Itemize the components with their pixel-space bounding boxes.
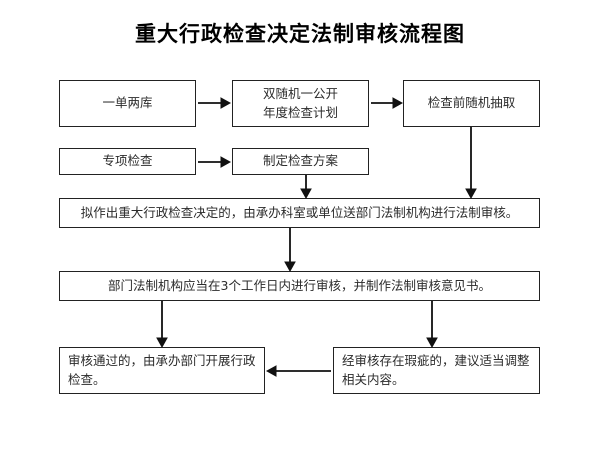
arrow-fangan-to-nizuochu <box>299 175 313 200</box>
node-label: 双随机一公开 年度检查计划 <box>262 86 338 120</box>
node-label: 制定检查方案 <box>262 153 338 169</box>
node-shenhetongguo: 审核通过的，由承办部门开展行政检查。 <box>59 347 265 394</box>
node-label: 审核通过的，由承办部门开展行政检查。 <box>68 353 256 387</box>
page-title: 重大行政检查决定法制审核流程图 <box>135 22 465 46</box>
node-cunzaixiaci: 经审核存在瑕疵的，建议适当调整相关内容。 <box>333 347 540 394</box>
node-zhidingjianchafangan: 制定检查方案 <box>232 148 369 175</box>
node-label: 检查前随机抽取 <box>427 95 516 111</box>
node-zhuanxiangjiancha: 专项检查 <box>59 148 196 175</box>
node-shuangsuiji: 双随机一公开 年度检查计划 <box>232 80 369 127</box>
node-label: 一单两库 <box>102 95 153 111</box>
arrow-shuangsuiji-to-chouqu <box>371 95 404 111</box>
arrow-xiaci-to-tongguo <box>265 363 331 379</box>
node-label: 拟作出重大行政检查决定的，由承办科室或单位送部门法制机构进行法制审核。 <box>80 204 519 220</box>
node-label: 部门法制机构应当在3个工作日内进行审核，并制作法制审核意见书。 <box>108 277 491 293</box>
arrow-shenhe3ri-to-xiaci <box>425 301 439 349</box>
node-jianchaqianchouqu: 检查前随机抽取 <box>403 80 540 127</box>
arrow-yidanliangku-to-shuangsuiji <box>198 95 232 111</box>
node-sangerigongzuori: 部门法制机构应当在3个工作日内进行审核，并制作法制审核意见书。 <box>59 271 540 301</box>
arrow-shenhe3ri-to-tongguo <box>155 301 169 349</box>
arrow-chouqu-to-nizuochu <box>464 127 478 200</box>
arrow-nizuochu-to-shenhe3ri <box>283 228 297 273</box>
arrow-zhuanxiang-to-fangan <box>198 154 232 170</box>
node-nizuochujueding: 拟作出重大行政检查决定的，由承办科室或单位送部门法制机构进行法制审核。 <box>59 198 540 228</box>
node-yidanliangku: 一单两库 <box>59 80 196 127</box>
node-label: 经审核存在瑕疵的，建议适当调整相关内容。 <box>342 353 530 387</box>
node-label: 专项检查 <box>102 153 153 169</box>
